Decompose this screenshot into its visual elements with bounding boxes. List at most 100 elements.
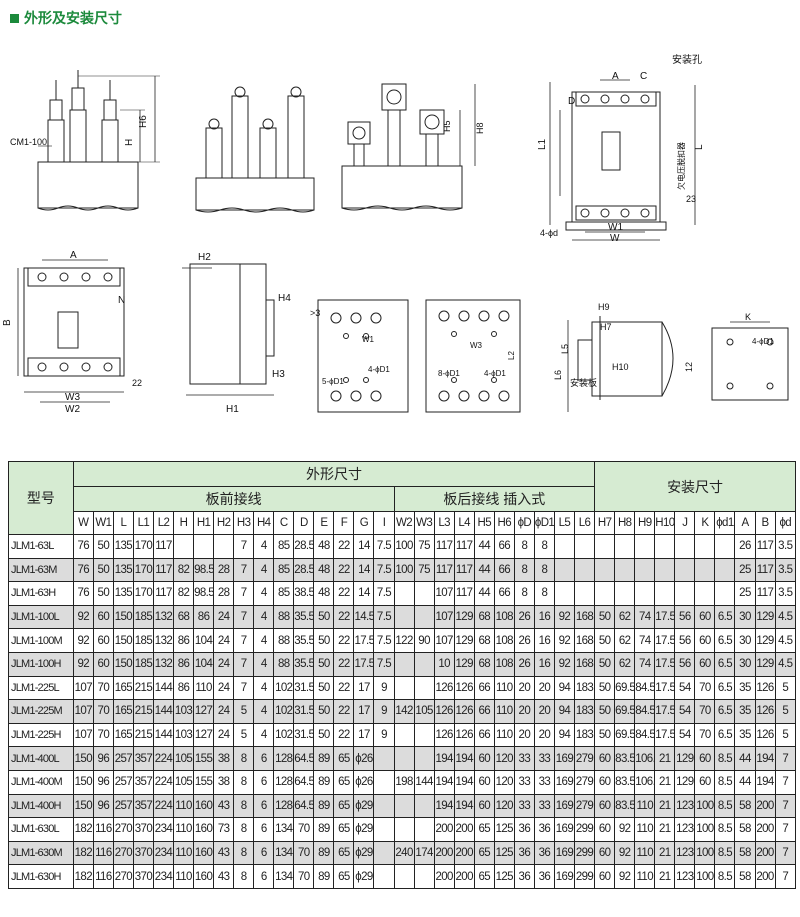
table-cell: 26 (513, 604, 535, 630)
table-cell: 257 (112, 769, 134, 795)
section-title: 外形及安装尺寸 (24, 11, 122, 27)
table-cell: 65 (333, 746, 355, 771)
table-cell: 120 (493, 746, 515, 771)
table-cell: 106.5 (634, 769, 656, 795)
table-cell: 22 (333, 557, 355, 583)
table-cell: 38 (213, 769, 235, 795)
table-cell: 126 (754, 722, 776, 748)
table-cell: 68 (473, 628, 495, 653)
table-cell: 8.5 (714, 817, 736, 842)
table-cell: 100 (694, 864, 716, 889)
table-cell: 110 (193, 675, 215, 701)
table-cell: 70 (293, 817, 315, 842)
table-cell: 8 (233, 746, 255, 771)
table-cell: 16 (533, 651, 555, 677)
table-cell: 20 (513, 722, 535, 748)
table-cell: 7 (233, 651, 255, 677)
column-header: H2 (213, 511, 235, 535)
column-header: ϕd1 (714, 511, 736, 535)
table-cell: 194 (433, 769, 455, 795)
table-cell: 5 (774, 699, 797, 724)
table-cell: 6 (253, 817, 275, 842)
drawing-side-view: H2 H4 H3 H1 (182, 252, 291, 415)
table-cell: ϕ29 (353, 793, 375, 819)
table-cell: 20 (533, 722, 555, 748)
label-22: 22 (132, 378, 142, 388)
table-cell: 100 (393, 534, 415, 559)
table-cell: 22 (333, 581, 355, 606)
table-cell: 105 (173, 746, 195, 771)
table-cell: 92 (553, 651, 575, 677)
table-cell: 5 (233, 722, 255, 748)
table-cell: 70 (293, 840, 315, 866)
th-outline: 外形尺寸 (72, 461, 596, 487)
section-heading: 外形及安装尺寸 (10, 8, 122, 28)
table-cell: 83.51 (614, 769, 636, 795)
column-header: L (112, 511, 134, 535)
table-cell: 50 (594, 699, 616, 724)
table-cell: 128 (273, 793, 295, 819)
table-cell: 98.5 (193, 557, 215, 583)
table-cell: 126 (453, 722, 475, 748)
table-cell: 3.5 (774, 581, 797, 606)
label-w3-c2: W3 (470, 341, 483, 350)
table-cell (193, 534, 215, 559)
table-cell: 70 (293, 864, 315, 889)
table-cell: 257 (112, 746, 134, 771)
table-cell: 30 (734, 604, 756, 630)
table-cell: 194 (754, 746, 776, 771)
table-cell: 24 (213, 722, 235, 748)
label-h1: H1 (226, 404, 239, 415)
table-cell: 65 (333, 793, 355, 819)
table-cell: 17.5 (654, 628, 676, 653)
table-cell: 116 (92, 864, 114, 889)
table-cell: 50 (594, 604, 616, 630)
table-cell: 183 (573, 675, 596, 701)
table-cell: 17.5 (654, 604, 676, 630)
table-cell: 31.5 (293, 722, 315, 748)
label-l5: L5 (560, 344, 570, 354)
drawing-plugin-side: H9 H7 L5 L6 H10 12 安装板 (553, 302, 694, 412)
table-cell: 6 (253, 769, 275, 795)
table-cell: 3.5 (774, 534, 797, 559)
table-cell: ϕ26 (353, 769, 375, 795)
drawing-front-outline: B A N 22 W3 W2 (2, 250, 142, 415)
table-cell: 128 (273, 769, 295, 795)
table-cell: 16 (533, 628, 555, 653)
drawing-mounting-top: 安装孔 A C D L1 L 欠电压脱扣器 23 W1 W 4-ϕd (537, 53, 705, 244)
table-cell: 92 (72, 604, 94, 630)
table-cell: 102 (273, 675, 295, 701)
table-cell: 35.5 (293, 651, 315, 677)
table-cell: 17.5 (654, 722, 676, 748)
table-cell: 17.5 (353, 628, 375, 653)
table-cell: 108 (493, 651, 515, 677)
model-cell: JLM1-400M (8, 769, 74, 795)
table-cell: 150 (72, 793, 94, 819)
table-cell (694, 557, 716, 583)
table-cell: 26 (513, 651, 535, 677)
table-cell: 135 (112, 534, 134, 559)
table-cell: 24 (213, 699, 235, 724)
label-mount-plate: 安装板 (570, 377, 597, 388)
table-cell: 26 (734, 534, 756, 559)
table-cell: 299 (573, 840, 596, 866)
table-cell: 132 (152, 604, 175, 630)
table-cell (674, 581, 696, 606)
column-header: ϕd (774, 511, 797, 535)
table-cell: 125 (493, 840, 515, 866)
table-cell: 70 (694, 675, 716, 701)
table-cell: 116 (92, 840, 114, 866)
table-cell: 9 (373, 699, 395, 724)
table-cell: 110 (493, 699, 515, 724)
label-l: L (694, 144, 705, 150)
table-cell: 43 (213, 793, 235, 819)
table-cell: 165 (112, 722, 134, 748)
table-cell: 76 (72, 557, 94, 583)
table-cell: 21 (654, 746, 676, 771)
table-cell: 14 (353, 581, 375, 606)
table-cell: 50 (594, 675, 616, 701)
